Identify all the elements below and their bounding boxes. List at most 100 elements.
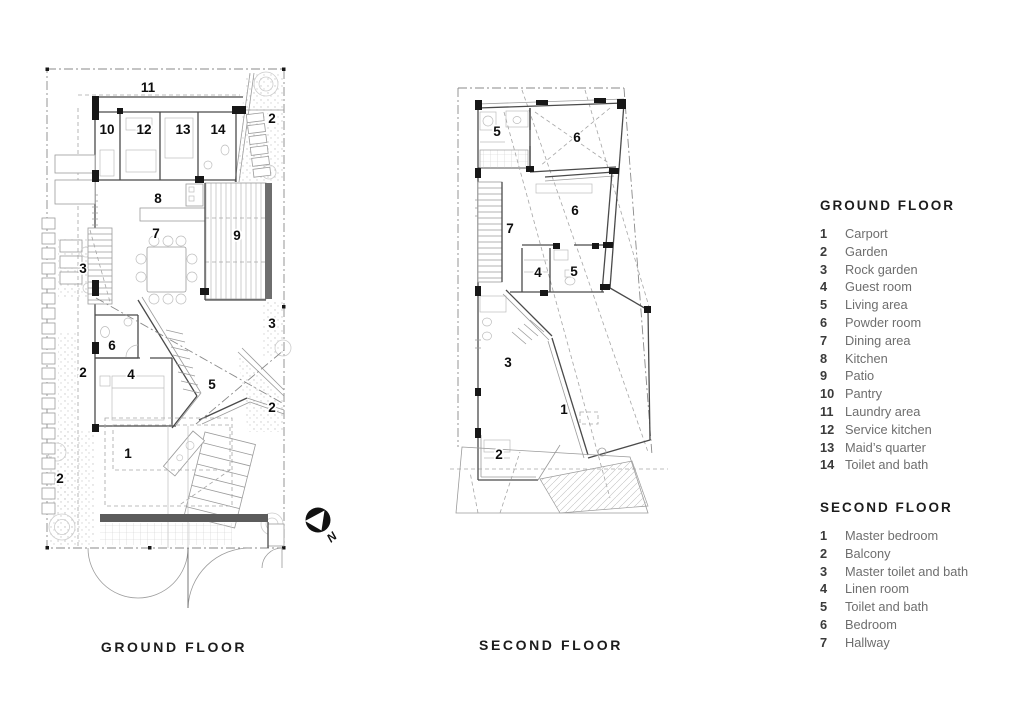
- legend-item: 6 Powder room: [820, 314, 1024, 332]
- legend-item: 14 Toilet and bath: [820, 456, 1024, 474]
- compass-needle-icon: [305, 510, 325, 531]
- legend-item-label: Patio: [845, 368, 875, 384]
- legend-item-number: 9: [820, 368, 828, 384]
- legend-item-number: 6: [820, 616, 828, 632]
- room-label: 7: [506, 221, 514, 236]
- ground-floor-plan: 11 10 12 13 14 2 8 7 9 3 3 6 2 4 5 2 1 2: [41, 67, 292, 609]
- front-gate: [87, 514, 285, 609]
- legend-item-number: 1: [820, 528, 828, 543]
- legend-item-label: Linen room: [845, 581, 910, 597]
- legend-item-number: 6: [820, 314, 828, 330]
- room-label: 2: [268, 400, 276, 415]
- legend-item-number: 14: [820, 457, 835, 473]
- legend-item-label: Balcony: [845, 545, 891, 561]
- legend-item-label: Kitchen: [845, 350, 888, 366]
- legend-item-number: 2: [820, 545, 828, 561]
- room-label: 1: [560, 402, 568, 417]
- legend-item-number: 7: [820, 634, 828, 650]
- room-label: 13: [175, 122, 191, 137]
- dining-table: [135, 235, 198, 305]
- room-label: 10: [99, 122, 114, 137]
- room-label: 3: [504, 355, 512, 370]
- room-label: 12: [136, 122, 151, 137]
- legend-item-label: Laundry area: [845, 403, 921, 419]
- room-label: 8: [154, 191, 162, 206]
- room-label: 5: [208, 377, 216, 392]
- legend-item-number: 4: [820, 581, 828, 597]
- room-label: 2: [79, 365, 87, 380]
- legend-item: 2 Balcony: [820, 545, 1024, 563]
- stairs: [87, 227, 113, 305]
- legend-item-number: 3: [820, 261, 828, 277]
- legend-heading: SECOND FLOOR: [820, 500, 953, 515]
- ground-floor-title: GROUND FLOOR: [100, 639, 248, 655]
- legend-item: 8 Kitchen: [820, 350, 1024, 368]
- legend-item-number: 8: [820, 350, 828, 366]
- room-label: 14: [210, 122, 226, 137]
- room-label: 2: [56, 471, 64, 486]
- legend-item-label: Hallway: [845, 634, 890, 650]
- legend-item-label: Dining area: [845, 332, 911, 348]
- north-arrow: N: [305, 507, 340, 546]
- legend-item-label: Powder room: [845, 314, 922, 330]
- legend-item: 11 Laundry area: [820, 403, 1024, 421]
- garden-steps: [234, 72, 284, 183]
- legend-heading: GROUND FLOOR: [820, 198, 955, 213]
- roof-awning: [455, 446, 649, 514]
- legend-item-number: 3: [820, 563, 828, 579]
- room-label: 4: [534, 265, 542, 280]
- legend-item-label: Toilet and bath: [845, 457, 929, 473]
- legend-item-label: Service kitchen: [845, 421, 932, 437]
- legend-item: 4 Linen room: [820, 580, 1024, 598]
- room-label: 11: [141, 80, 156, 95]
- room-label: 7: [152, 226, 160, 241]
- legend-item: 7 Hallway: [820, 634, 1024, 652]
- compass-n-label: N: [324, 529, 340, 546]
- room-label: 1: [124, 446, 132, 461]
- legend-item-number: 10: [820, 386, 835, 402]
- second-boundary: [450, 87, 668, 470]
- balcony: [477, 432, 561, 481]
- room-label: 6: [573, 130, 581, 145]
- left-planters: [54, 154, 96, 205]
- second-wall-chunks: [475, 98, 651, 438]
- legend-item-label: Guest room: [845, 279, 912, 295]
- master-bedroom: [547, 287, 651, 459]
- bedroom-top: [529, 107, 617, 173]
- legend-item-label: Toilet and bath: [845, 599, 929, 615]
- garden-areas: [48, 73, 284, 546]
- legend-item-number: 13: [820, 439, 835, 455]
- wall-chunks: [92, 96, 246, 432]
- room-label: 3: [79, 261, 87, 276]
- legend-item-label: Carport: [845, 226, 888, 241]
- room-label: 6: [108, 338, 116, 353]
- legend-item-number: 11: [820, 403, 834, 419]
- toilet-bath-top: [478, 108, 531, 169]
- ground-room-labels: 11 10 12 13 14 2 8 7 9 3 3 6 2 4 5 2 1 2: [54, 78, 278, 488]
- legend-item-number: 5: [820, 297, 828, 313]
- kitchen-counter: [139, 183, 206, 222]
- legend-item-number: 12: [820, 421, 835, 437]
- legend-item: 6 Bedroom: [820, 616, 1024, 634]
- legend-item: 13 Maid’s quarter: [820, 439, 1024, 457]
- linen-toilet: [510, 244, 607, 293]
- patio-deck: [204, 182, 272, 301]
- second-room-labels: 5 6 6 7 4 5 3 1 2: [491, 122, 583, 464]
- legend-item: 1 Carport: [820, 225, 1024, 243]
- legend-item: 9 Patio: [820, 367, 1024, 385]
- legend-item-number: 1: [820, 226, 828, 241]
- legend-item-label: Garden: [845, 243, 888, 259]
- hall-stairs: [477, 111, 611, 499]
- legend-item-number: 2: [820, 243, 828, 259]
- legend-item-label: Maid’s quarter: [845, 439, 926, 455]
- room-label: 3: [268, 316, 276, 331]
- room-label: 5: [493, 124, 501, 139]
- legend-item-label: Bedroom: [845, 616, 897, 632]
